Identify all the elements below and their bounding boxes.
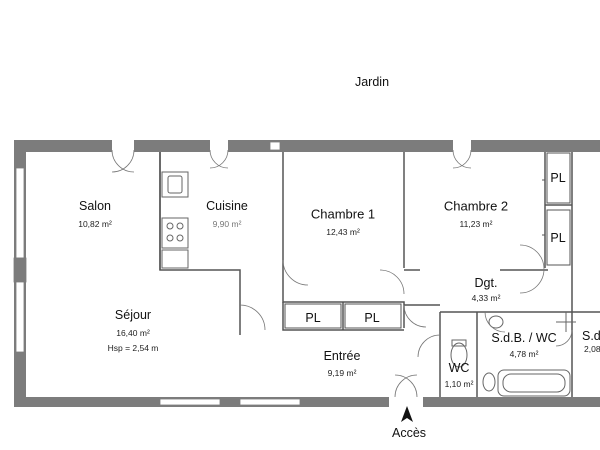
door-swings — [111, 149, 573, 398]
room-area-cuisine: 9,90 m² — [212, 219, 242, 229]
room-name-cuisine: Cuisine — [206, 199, 248, 213]
windows — [13, 141, 301, 406]
ceiling-height: Hsp = 2,54 m — [107, 343, 159, 353]
room-name-entree: Entrée — [323, 349, 361, 363]
room-name-sdb-wc: S.d.B. / WC — [491, 331, 557, 345]
exterior-walls — [14, 140, 600, 407]
room-name-chambre-2: Chambre 2 — [443, 198, 509, 214]
closet-pl-right-top: PL — [550, 171, 566, 185]
kitchen-fixtures — [161, 171, 189, 269]
room-area-chambre-2: 11,23 m² — [459, 219, 493, 229]
garden-label: Jardin — [354, 75, 390, 89]
interior-walls — [159, 150, 600, 397]
room-area-sejour: 16,40 m² — [116, 328, 150, 338]
closet-pl-chambre-left: PL — [305, 311, 321, 325]
room-area-wc: 1,10 m² — [444, 379, 474, 389]
room-name-chambre-1: Chambre 1 — [310, 206, 376, 222]
room-area-chambre-1: 12,43 m² — [326, 227, 360, 237]
closet-outlines — [284, 152, 571, 329]
closet-rails — [542, 179, 545, 236]
room-name-sejour: Séjour — [114, 308, 152, 322]
bathroom-fixtures — [450, 312, 576, 397]
room-area-entree: 9,19 m² — [327, 368, 357, 378]
closet-pl-right-bottom: PL — [550, 231, 566, 245]
room-area-salon: 10,82 m² — [78, 219, 112, 229]
room-name-degagement: Dgt. — [474, 276, 498, 290]
room-area-degagement: 4,33 m² — [471, 293, 501, 303]
room-area-sde: 2,08 — [584, 344, 600, 354]
room-name-sde: S.d — [582, 329, 600, 343]
access-arrow-icon — [401, 406, 413, 422]
room-area-sdb-wc: 4,78 m² — [509, 349, 539, 359]
closet-pl-chambre-right: PL — [364, 311, 380, 325]
room-name-wc: WC — [448, 361, 470, 375]
room-name-salon: Salon — [79, 199, 111, 213]
access-label: Accès — [391, 426, 427, 440]
